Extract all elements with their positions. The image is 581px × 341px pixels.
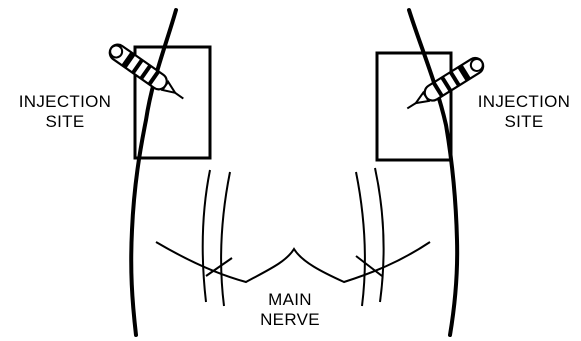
- left-injection-site-label: INJECTION SITE: [6, 92, 124, 132]
- main-nerve-label-line1: MAIN: [250, 290, 330, 310]
- right-injection-site-label: INJECTION SITE: [468, 92, 580, 132]
- main-nerve-line: [156, 242, 430, 282]
- left-injection-site-label-line2: SITE: [6, 112, 124, 132]
- left-injection-site-label-line1: INJECTION: [6, 92, 124, 112]
- main-nerve-label: MAIN NERVE: [250, 290, 330, 330]
- right-injection-site-label-line2: SITE: [468, 112, 580, 132]
- right-fold-line-outer: [375, 168, 384, 302]
- main-nerve-label-line2: NERVE: [250, 310, 330, 330]
- right-injection-site-label-line1: INJECTION: [468, 92, 580, 112]
- left-fold-line-outer: [203, 170, 210, 302]
- right-fold-line-inner: [356, 172, 365, 306]
- left-fold-line-inner: [221, 172, 230, 306]
